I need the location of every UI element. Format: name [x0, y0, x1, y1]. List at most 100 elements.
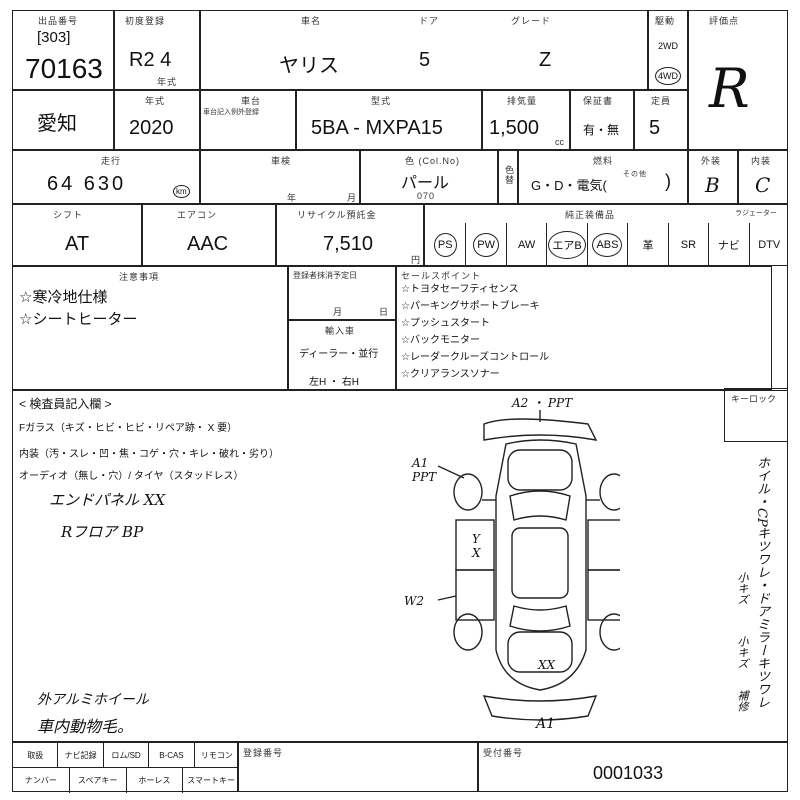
left-rear-door: [455, 569, 495, 621]
fuel-close: ): [665, 171, 671, 191]
model-value: 5BA - MXPA15: [311, 117, 443, 139]
equip-extra-label: ラジェーター: [735, 210, 777, 217]
equipment-item-label: PS: [433, 233, 457, 257]
equipment-item: エアB: [546, 223, 586, 267]
receipt-value: 0001033: [593, 763, 664, 783]
ac-value: AAC: [187, 233, 229, 255]
footer-item: ロム/SD: [102, 743, 149, 768]
footer-item: 取扱: [13, 743, 58, 768]
color-change-cell: 色替: [498, 150, 518, 204]
inspector-title: < 検査員記入欄 >: [19, 397, 112, 411]
model-cell: 型式 5BA - MXPA15: [296, 90, 482, 150]
side-small-2: 小キズ: [736, 636, 749, 669]
mileage-cell: 走行 64 630 km: [12, 150, 200, 204]
sales-point-item: ☆レーダークルーズコントロール: [401, 352, 550, 363]
equipment-item-label: ABS: [592, 233, 623, 257]
equipment-item: AW: [505, 223, 546, 267]
note-item: ☆シートヒーター: [19, 311, 138, 328]
equipment-item: PS: [425, 223, 465, 267]
chassis-note: 車台記入例外登録: [203, 109, 259, 116]
recycle-label: リサイクル預託金: [297, 210, 377, 220]
windshield-shape: [509, 490, 571, 521]
handwritten-note-1: エンドパネル XX: [49, 491, 166, 509]
ac-label: エアコン: [177, 210, 218, 220]
capacity-value: 5: [649, 117, 661, 139]
sales-list: ☆トヨタセーフティセンス☆パーキングサポートブレーキ☆プッシュスタート☆バックモ…: [401, 281, 549, 383]
grade-label: グレード: [511, 16, 552, 26]
footer-items-bottom: ナンバースペアキーホーレススマートキー: [13, 768, 239, 793]
sales-point-item: ☆バックモニター: [401, 335, 480, 346]
inspection-label: 車検: [271, 156, 292, 166]
capacity-cell: 定員 5: [634, 90, 688, 150]
equipment-item-label: エアB: [548, 231, 586, 259]
roof-shape: [511, 527, 569, 599]
right-front-door: [587, 519, 620, 571]
score-cell: 評価点 R: [688, 10, 788, 150]
region-cell: 愛知: [12, 90, 114, 150]
footer-item: B-CAS: [148, 743, 194, 768]
displacement-unit: cc: [555, 137, 564, 147]
mileage-unit: km: [173, 185, 190, 198]
inspector-cell: < 検査員記入欄 > Fガラス（キズ・ヒビ・ヒビ・リペア跡・ X 要） 内装（汚…: [12, 390, 788, 742]
side-small-1: 小キズ: [736, 572, 749, 605]
first-reg-cell: 初度登録 R2 4 年式: [114, 10, 200, 90]
footer-item: スペアキー: [68, 768, 126, 793]
grade-value: Z: [539, 49, 552, 71]
equipment-item: 革: [627, 223, 667, 267]
lot-cell: 出品番号 [303] 70163: [12, 10, 114, 90]
handwritten-note-4: 車内動物毛。: [37, 717, 134, 736]
mark-side-y: Y: [472, 532, 480, 546]
wheel-front-right: [599, 473, 620, 511]
equipment-item-label: DTV: [758, 239, 781, 251]
reg-month: 月: [333, 307, 344, 317]
interior-value: C: [755, 173, 771, 197]
fuel-value: G・D・電気(: [531, 178, 607, 193]
recycle-value: 7,510: [323, 233, 374, 255]
car-name-cell: 車名 ドア グレード ヤリス 5 Z: [200, 10, 648, 90]
displacement-cell: 排気量 1,500 cc: [482, 90, 570, 150]
lot-label: 出品番号: [38, 16, 79, 26]
lot-number: 70163: [25, 53, 103, 84]
doors-value: 5: [419, 49, 431, 71]
sales-point-item: ☆トヨタセーフティセンス: [401, 284, 519, 295]
equipment-item: PW: [465, 223, 505, 267]
warranty-value: 有・無: [583, 123, 620, 137]
sales-point-item: ☆クリアランスソナー: [401, 369, 500, 380]
notes-list: ☆寒冷地仕様 ☆シートヒーター: [19, 287, 137, 331]
region-value: 愛知: [37, 113, 77, 135]
handwritten-note-3: 外アルミホイール: [37, 692, 149, 708]
inspection-month: 月: [347, 193, 358, 203]
drive-cell: 駆動 2WD 4WD: [648, 10, 688, 90]
footer-item: リモコン: [193, 743, 240, 768]
equipment-label: 純正装備品: [565, 210, 616, 220]
color-cell: 色 (Col.No) パール 070: [360, 150, 498, 204]
leader-left-a1: [437, 465, 465, 479]
sales-cell: セールスポイント ☆トヨタセーフティセンス☆パーキングサポートブレーキ☆プッシュ…: [396, 266, 772, 390]
interior-cell: 内装 C: [738, 150, 788, 204]
right-rear-door: [587, 569, 620, 621]
color-no: 070: [417, 191, 436, 201]
model-year-value: 2020: [129, 117, 174, 139]
rear-bumper-shape: [482, 695, 598, 721]
lot-prefix: [303]: [37, 29, 71, 46]
wheel-rear-left: [453, 613, 483, 651]
equipment-item-label: PW: [473, 233, 500, 257]
mark-left: A1 PPT: [412, 456, 437, 484]
trunk-shape: [507, 631, 573, 673]
mark-side-x: X: [472, 546, 481, 560]
front-bumper-shape: [483, 418, 598, 441]
drive-2wd: 2WD: [658, 41, 678, 51]
interior-label: 内装: [751, 156, 772, 166]
car-name-label: 車名: [301, 16, 322, 26]
sales-label: セールスポイント: [401, 271, 482, 281]
leader-w2: [437, 595, 457, 601]
hood-shape: [507, 449, 573, 491]
recycle-unit: 円: [411, 255, 421, 265]
drive-label: 駆動: [655, 16, 676, 26]
fuel-label: 燃料: [593, 156, 614, 166]
import-value: ディーラー・並行: [299, 349, 379, 360]
